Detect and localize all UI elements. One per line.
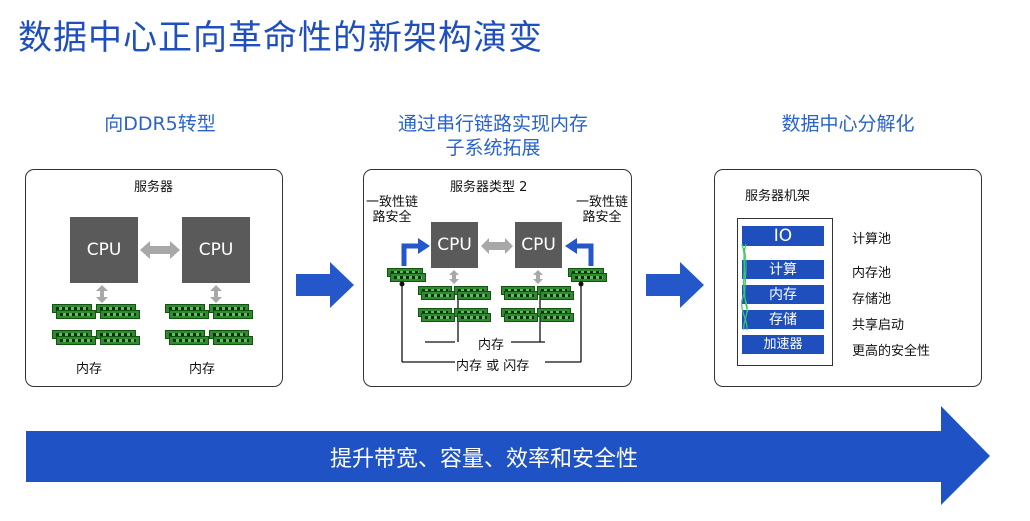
page-title: 数据中心正向革命性的新架构演变 <box>18 18 543 58</box>
pool-label: 更高的安全性 <box>852 344 931 359</box>
cpu-chip: CPU <box>70 217 138 283</box>
banner-arrow-icon <box>26 406 990 505</box>
coherent-link-label-line-1: 一致性链 <box>366 195 419 210</box>
rack-interconnect-lines <box>741 243 749 331</box>
dimm-module <box>169 310 209 319</box>
transition-arrow-icon <box>646 262 704 308</box>
pool-label: 存储池 <box>852 292 892 307</box>
heading-ddr5: 向DDR5转型 <box>104 113 216 135</box>
rack-slot-storage: 存储 <box>741 309 825 330</box>
banner-text: 提升带宽、容量、效率和安全性 <box>329 446 638 472</box>
cpu-chip: CPU <box>431 222 478 268</box>
cpu-interconnect-arrow-icon <box>481 238 513 254</box>
pool-label: 共享启动 <box>852 318 905 333</box>
cpu-memory-arrow-icon <box>210 285 222 303</box>
rack-slot-io: IO <box>741 225 825 247</box>
heading-serial-link: 通过串行链路实现内存 子系统拓展 <box>368 112 618 160</box>
dimm-module <box>540 291 574 300</box>
dimm-module <box>421 291 455 300</box>
coherent-link-label-line-2: 路安全 <box>582 210 622 225</box>
transition-arrow-icon <box>296 262 354 308</box>
server-type-label: 服务器类型 2 <box>450 180 528 195</box>
dimm-module <box>540 313 574 322</box>
cpu-memory-arrow-icon <box>96 285 108 303</box>
dimm-module <box>421 313 455 322</box>
cpu-chip: CPU <box>182 217 250 283</box>
coherent-link-label-line-2: 路安全 <box>372 210 412 225</box>
dimm-module <box>213 336 253 345</box>
memory-label: 内存 <box>189 362 216 377</box>
server-label: 服务器 <box>134 180 174 195</box>
server-rack: IO 计算 内存 存储 加速器 <box>737 218 833 366</box>
coherent-link-label-line-1: 一致性链 <box>576 195 629 210</box>
dimm-module <box>504 291 538 300</box>
memory-label: 内存 <box>478 338 505 353</box>
dimm-module <box>457 291 491 300</box>
rack-slot-memory: 内存 <box>741 284 825 305</box>
dimm-module <box>457 313 491 322</box>
heading-serial-link-line-1: 通过串行链路实现内存 <box>397 113 588 135</box>
cpu-chip: CPU <box>515 222 562 268</box>
dimm-module <box>213 310 253 319</box>
dimm-module <box>390 273 426 282</box>
coherent-link-arrow-icon <box>401 238 430 266</box>
coherent-link-label: 一致性链 路安全 <box>366 195 418 225</box>
cpu-interconnect-arrow-icon <box>140 241 180 259</box>
rack-label: 服务器机架 <box>745 189 811 204</box>
pool-label: 内存池 <box>852 266 892 281</box>
cpu-memory-arrow-icon <box>533 270 543 284</box>
cpu-memory-arrow-icon <box>449 270 459 284</box>
dimm-module <box>504 313 538 322</box>
coherent-link-arrow-icon <box>565 238 594 266</box>
memory-label: 内存 <box>76 362 103 377</box>
dimm-module <box>169 336 209 345</box>
memory-or-flash-label: 内存 或 闪存 <box>456 359 530 374</box>
dimm-module <box>571 273 607 282</box>
coherent-link-label: 一致性链 路安全 <box>576 195 628 225</box>
rack-slot-accelerator: 加速器 <box>741 334 825 355</box>
heading-serial-link-line-2: 子系统拓展 <box>445 137 541 159</box>
dimm-module <box>100 336 140 345</box>
pool-label: 计算池 <box>852 232 892 247</box>
rack-slot-compute: 计算 <box>741 259 825 280</box>
dimm-module <box>56 336 96 345</box>
dimm-module <box>56 310 96 319</box>
heading-disaggregation: 数据中心分解化 <box>781 113 915 135</box>
dimm-module <box>100 310 140 319</box>
